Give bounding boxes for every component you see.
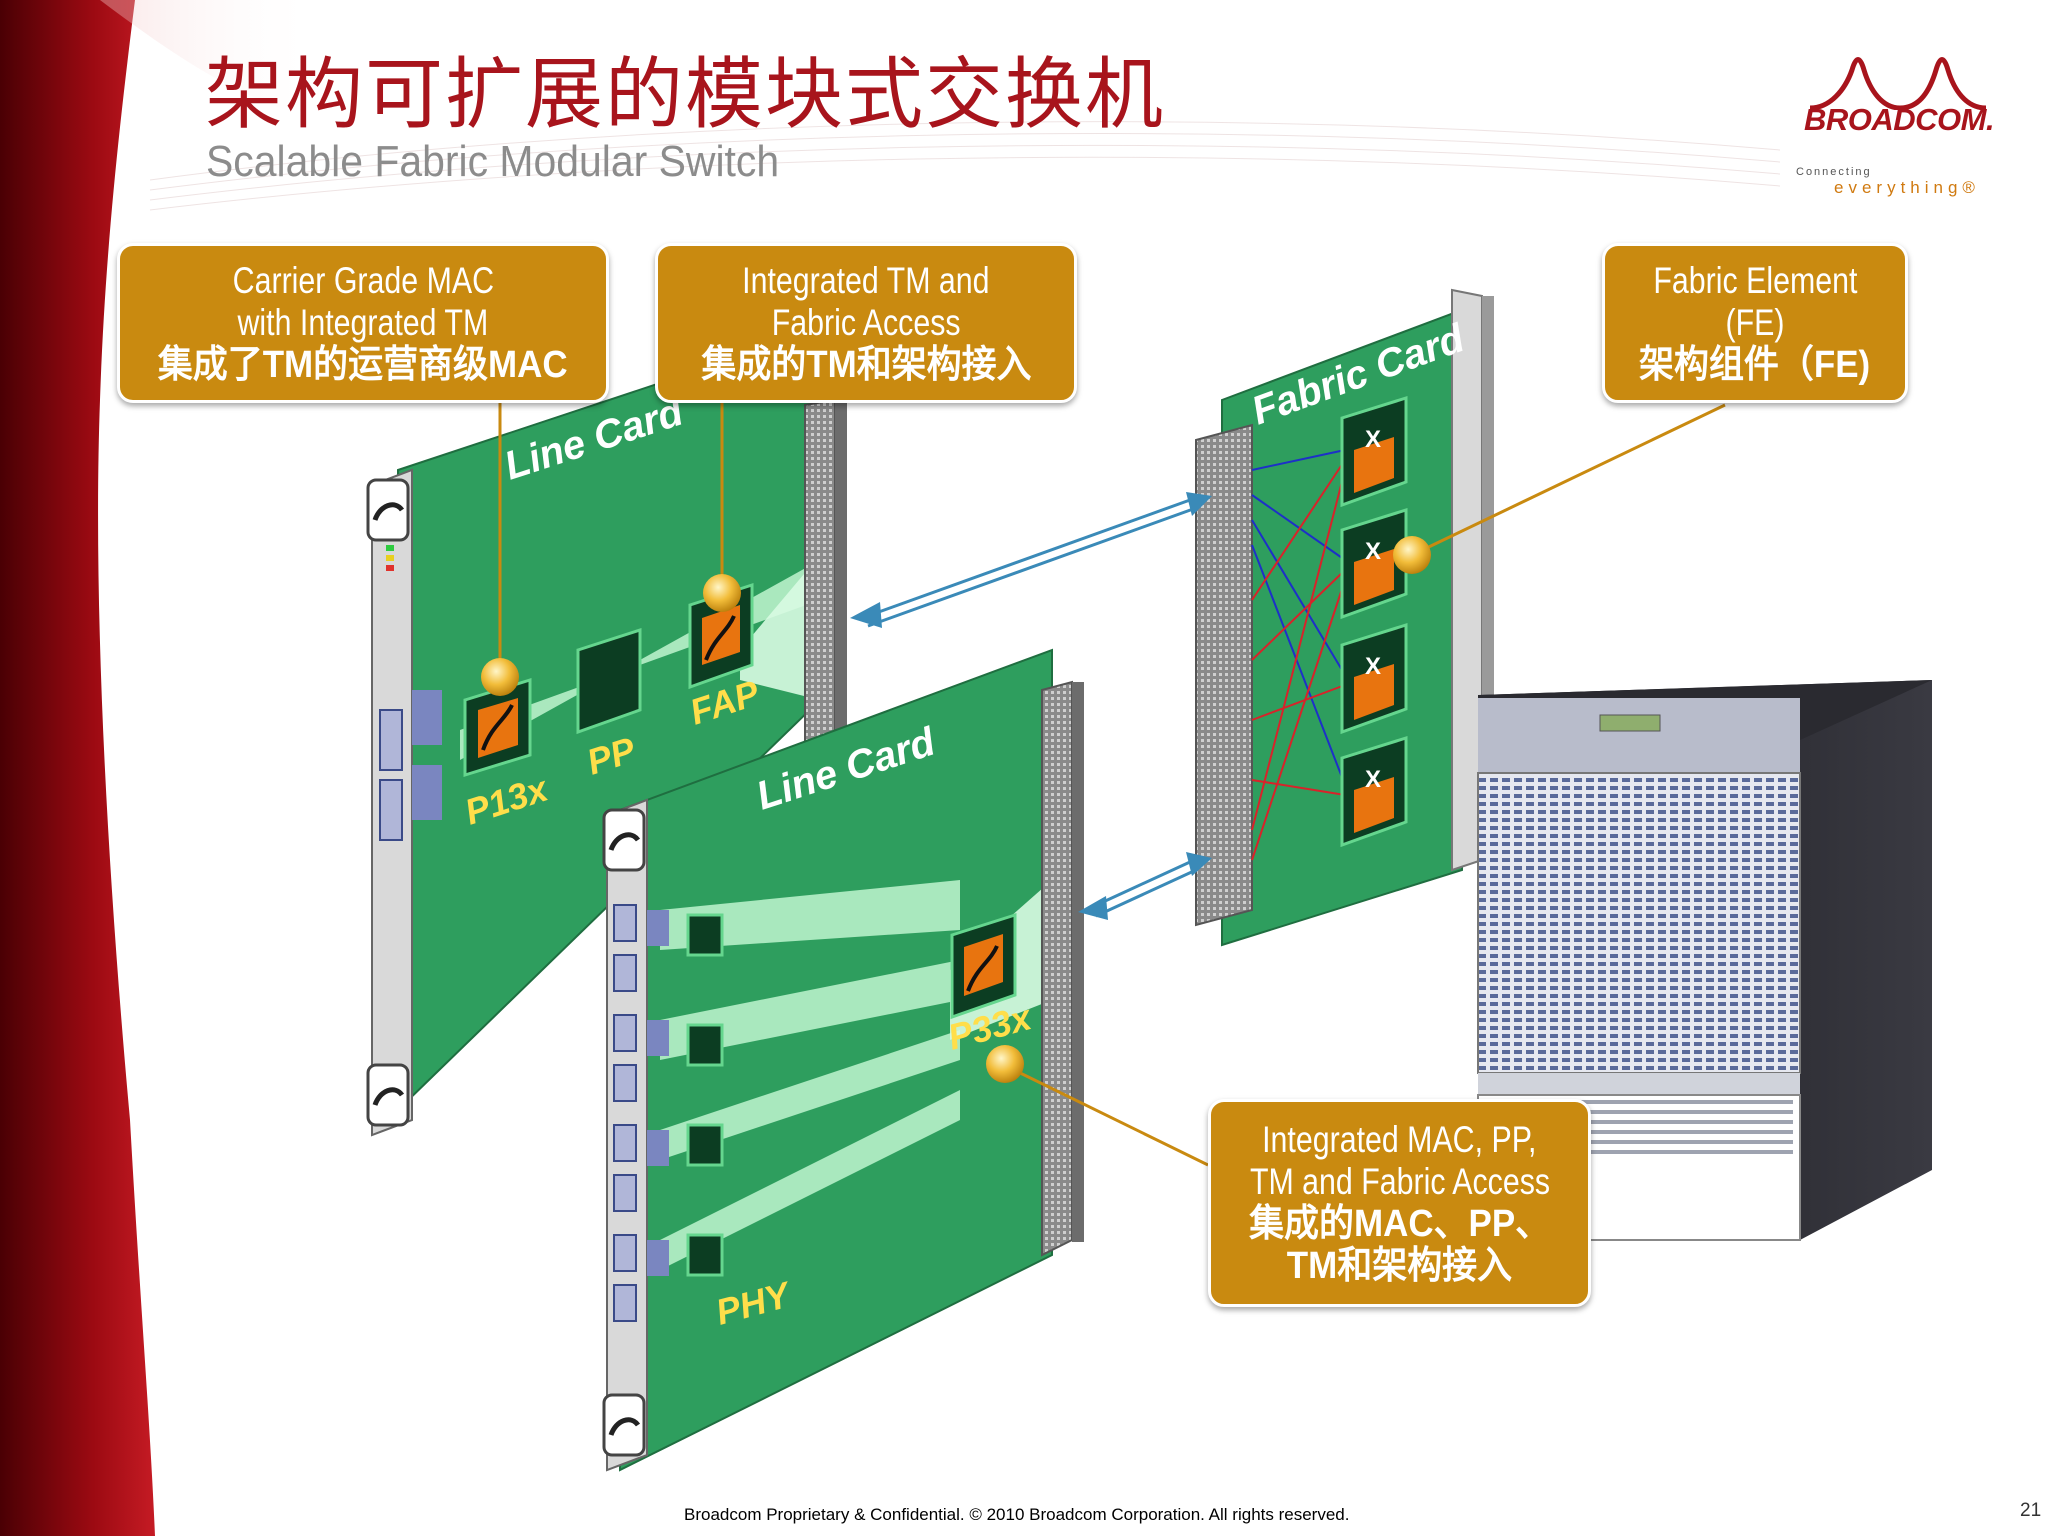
callout-integrated-mac-pp: Integrated MAC, PP, TM and Fabric Access… <box>1208 1099 1591 1307</box>
backplane-arrows <box>861 498 1197 918</box>
callout-carrier-grade-mac: Carrier Grade MAC with Integrated TM 集成了… <box>117 243 609 403</box>
fe-chip-4: X <box>1340 735 1408 848</box>
fe-chip-3-mark: X <box>1365 653 1381 680</box>
page-subtitle: Scalable Fabric Modular Switch <box>206 137 780 186</box>
phy-chips <box>686 913 724 1277</box>
callout-integrated-mac-pp-line1: Integrated MAC, PP, <box>1262 1119 1537 1160</box>
callout-fabric-element-line1: Fabric Element <box>1652 260 1858 301</box>
fabric-card: Fabric Card X <box>1195 288 1494 947</box>
footer-copyright: Broadcom Proprietary & Confidential. © 2… <box>684 1505 1350 1524</box>
page-number: 21 <box>2020 1500 2042 1521</box>
logo-wordmark: BROADCOM. <box>1804 102 1995 137</box>
fe-chip-4-mark: X <box>1365 766 1381 793</box>
callout-integrated-tm: Integrated TM and Fabric Access 集成的TM和架构… <box>655 243 1077 403</box>
callout-integrated-tm-line1: Integrated TM and <box>742 260 990 301</box>
broadcom-logo: BROADCOM. Connecting everything® <box>1790 50 2010 200</box>
callout-carrier-grade-mac-line1: Carrier Grade MAC <box>232 260 494 301</box>
callout-carrier-grade-mac-line2: with Integrated TM <box>237 302 489 343</box>
line-card-bottom: PHY Line Card P33x <box>602 648 1084 1472</box>
callout-anchor-dots <box>481 536 1431 1083</box>
logo-tagline-large: everything® <box>1834 178 1980 197</box>
callout-integrated-tm-line2: Fabric Access <box>771 302 961 343</box>
callout-integrated-mac-pp-line3: 集成的MAC、PP、 <box>1248 1203 1551 1245</box>
logo-pulse-icon <box>1809 57 1987 110</box>
fe-chip-3: X <box>1340 622 1408 735</box>
fe-chip-1-mark: X <box>1365 426 1381 453</box>
pp-chip: PP <box>576 627 642 783</box>
callout-integrated-tm-line3: 集成的TM和架构接入 <box>700 344 1032 386</box>
callout-fabric-element-line3: 架构组件（FE) <box>1639 344 1871 386</box>
logo-tagline-small: Connecting <box>1796 166 1872 178</box>
line-card-top: Line Card P13x PP FAP <box>366 328 847 1137</box>
callout-carrier-grade-mac-line3: 集成了TM的运营商级MAC <box>158 344 568 386</box>
fe-chip-2-mark: X <box>1365 538 1381 565</box>
callout-integrated-mac-pp-line4: TM和架构接入 <box>1286 1245 1513 1287</box>
callout-integrated-mac-pp-line2: TM and Fabric Access <box>1249 1161 1550 1202</box>
callout-fabric-element: Fabric Element (FE) 架构组件（FE) <box>1602 243 1908 403</box>
switch-chassis-image <box>1477 680 1932 1241</box>
callout-leader-lines <box>498 395 1726 1167</box>
callout-fabric-element-line2: (FE) <box>1725 302 1785 343</box>
fe-chip-1: X <box>1340 395 1408 508</box>
fe-chip-2: X <box>1340 507 1408 620</box>
page-title: 架构可扩展的模块式交换机 <box>205 50 1166 140</box>
